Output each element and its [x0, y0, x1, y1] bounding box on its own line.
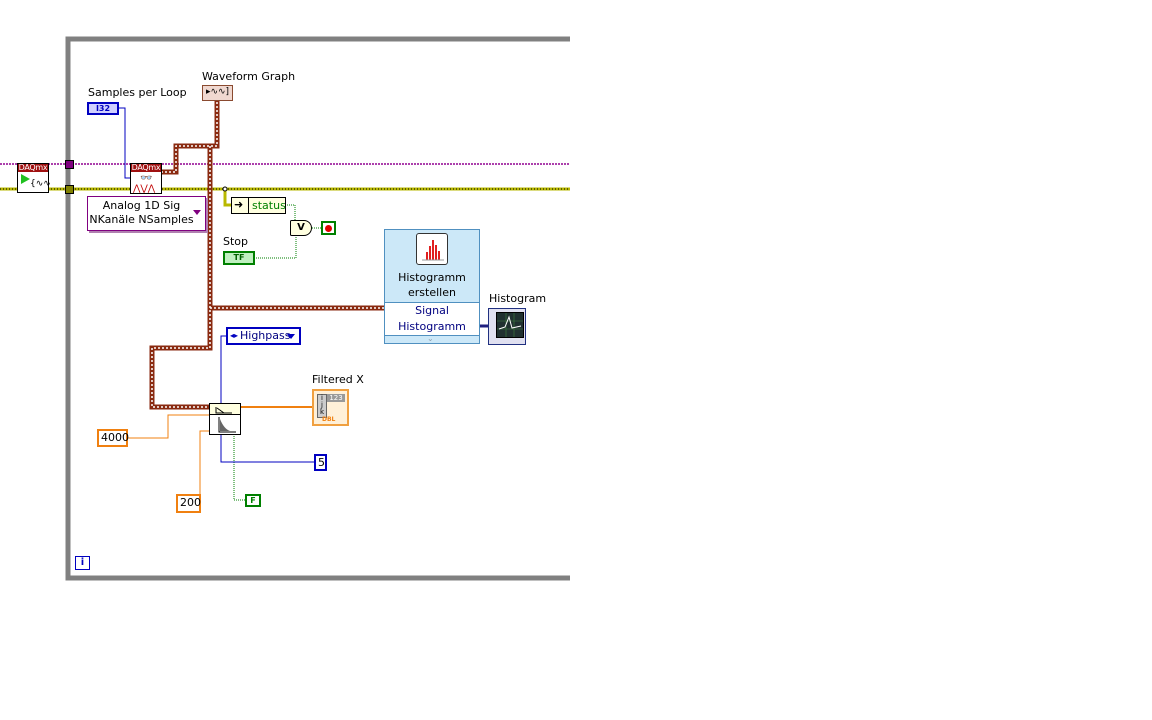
increment-arrows-icon: ◂▸: [230, 331, 239, 340]
waveform-wire: [149, 100, 385, 410]
filter-type-enum[interactable]: Highpass ◂▸: [226, 327, 301, 345]
signal-icon: ⋀⋁⋀: [133, 184, 156, 194]
cutoff-wire: [199, 430, 209, 503]
graph-icon: [496, 312, 524, 338]
histogram-express-vi[interactable]: Histogramm erstellen Signal Histogramm ⌄: [384, 229, 480, 344]
samples-per-loop-control[interactable]: I32: [87, 102, 119, 115]
unbundle-status-node[interactable]: ➜ status: [231, 197, 286, 214]
filter-type-value: Highpass: [240, 329, 291, 342]
histogram-graph-terminal[interactable]: [488, 308, 526, 345]
filter-header-icon: [210, 404, 240, 415]
stop-label: Stop: [223, 235, 249, 248]
selector-line-2: NKanäle NSamples: [89, 213, 194, 226]
error-branch-wire: [223, 189, 231, 207]
play-icon: [21, 174, 30, 184]
samples-wire: [118, 107, 130, 179]
express-vi-title-line-1: Histogramm: [398, 271, 466, 284]
divider: [248, 198, 249, 213]
filtered-x-label: Filtered X: [312, 373, 364, 386]
sampling-frequency-wire: [127, 414, 209, 439]
express-vi-title-line-2: erstellen: [408, 286, 456, 299]
filter-response-icon: [215, 407, 236, 433]
histogram-icon: [416, 233, 448, 265]
stop-button-terminal[interactable]: TF: [223, 251, 255, 265]
histogram-output[interactable]: Histogramm: [385, 319, 479, 336]
selector-line-1: Analog 1D Sig: [102, 199, 181, 212]
cutoff-frequency-constant[interactable]: 200: [176, 494, 201, 513]
daqmx-start-task-node[interactable]: DAQmx {∿∿: [17, 163, 51, 193]
task-tunnel[interactable]: [65, 160, 74, 169]
glasses-icon: 👓: [140, 173, 153, 184]
samples-per-loop-label: Samples per Loop: [88, 86, 187, 99]
loop-iteration-terminal: i: [75, 556, 90, 570]
error-tunnel[interactable]: [65, 185, 74, 194]
daqmx-header: DAQmx: [18, 163, 48, 172]
sampling-frequency-constant[interactable]: 4000: [97, 429, 129, 447]
wire-junction: [222, 186, 228, 192]
numeric-display: 123: [327, 394, 345, 402]
loop-stop-condition[interactable]: [321, 221, 336, 235]
expand-chevron-icon[interactable]: ⌄: [427, 334, 434, 343]
status-field: status: [252, 199, 286, 212]
chevron-down-icon: [193, 210, 201, 215]
data-type-label: DBL: [322, 416, 336, 423]
express-vi-title: Histogramm erstellen: [385, 270, 479, 300]
waveform-graph-terminal[interactable]: ▸∿∿]: [202, 85, 233, 101]
waveform-graph-icon: ▸∿∿]: [205, 87, 230, 97]
order-wire: [220, 434, 314, 463]
arrow-right-icon: ➜: [234, 198, 244, 211]
order-constant[interactable]: 5: [314, 454, 327, 471]
signal-input[interactable]: Signal: [385, 302, 479, 320]
histogram-label: Histogram: [489, 292, 547, 305]
or-gate[interactable]: V: [290, 220, 312, 236]
daqmx-header: DAQmx: [131, 163, 161, 172]
stop-icon: [325, 225, 332, 232]
waveform-graph-label: Waveform Graph: [202, 70, 296, 83]
boolean-wires: [233, 204, 321, 501]
false-constant[interactable]: F: [245, 494, 261, 507]
polymorphic-selector[interactable]: Analog 1D Sig NKanäle NSamples: [87, 196, 206, 231]
daqmx-read-node[interactable]: DAQmx 👓 ⋀⋁⋀: [130, 163, 162, 194]
chevron-down-icon: [287, 334, 295, 339]
waveform-icon: {∿∿: [30, 179, 51, 189]
while-loop-border: [65, 36, 570, 581]
filter-type-wire: [220, 335, 226, 403]
butterworth-filter-node[interactable]: [209, 403, 241, 435]
waveform-wire-pattern: [151, 100, 385, 408]
